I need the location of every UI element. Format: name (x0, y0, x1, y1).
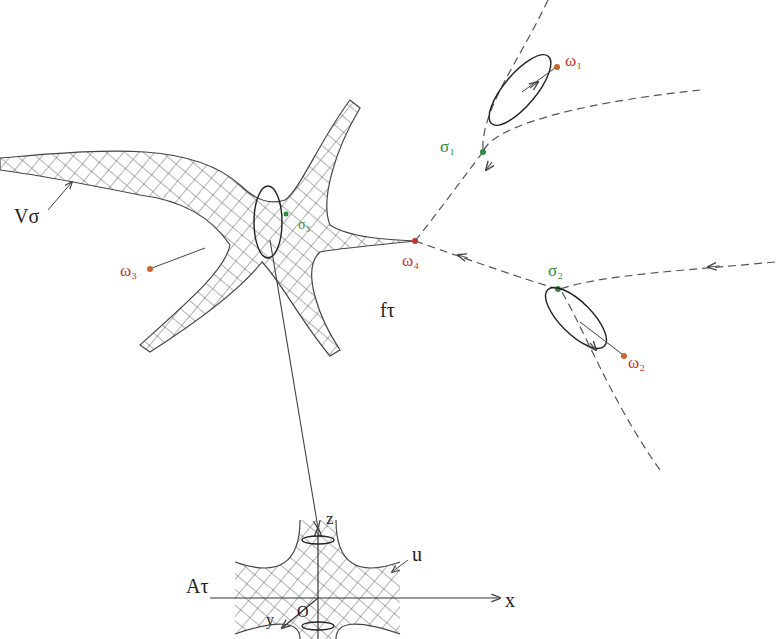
point-label: ω₂ (628, 354, 645, 371)
point-label: σ₂ (548, 262, 563, 279)
axis-label: z (326, 510, 334, 527)
point-label: ω₃ (120, 262, 137, 279)
model-label: Aτ (186, 576, 208, 596)
origin-label: O (297, 604, 309, 620)
point-label: σ₃ (298, 218, 310, 232)
point-label: σ₁ (440, 138, 455, 155)
map-label: fτ (380, 300, 395, 320)
axis-label: y (266, 612, 274, 628)
axis-label: x (505, 590, 515, 610)
region-label: u (412, 544, 422, 564)
surface-label: Vσ (14, 206, 39, 226)
point-label: ω₄ (402, 252, 419, 269)
point-label: ω₁ (565, 52, 582, 69)
